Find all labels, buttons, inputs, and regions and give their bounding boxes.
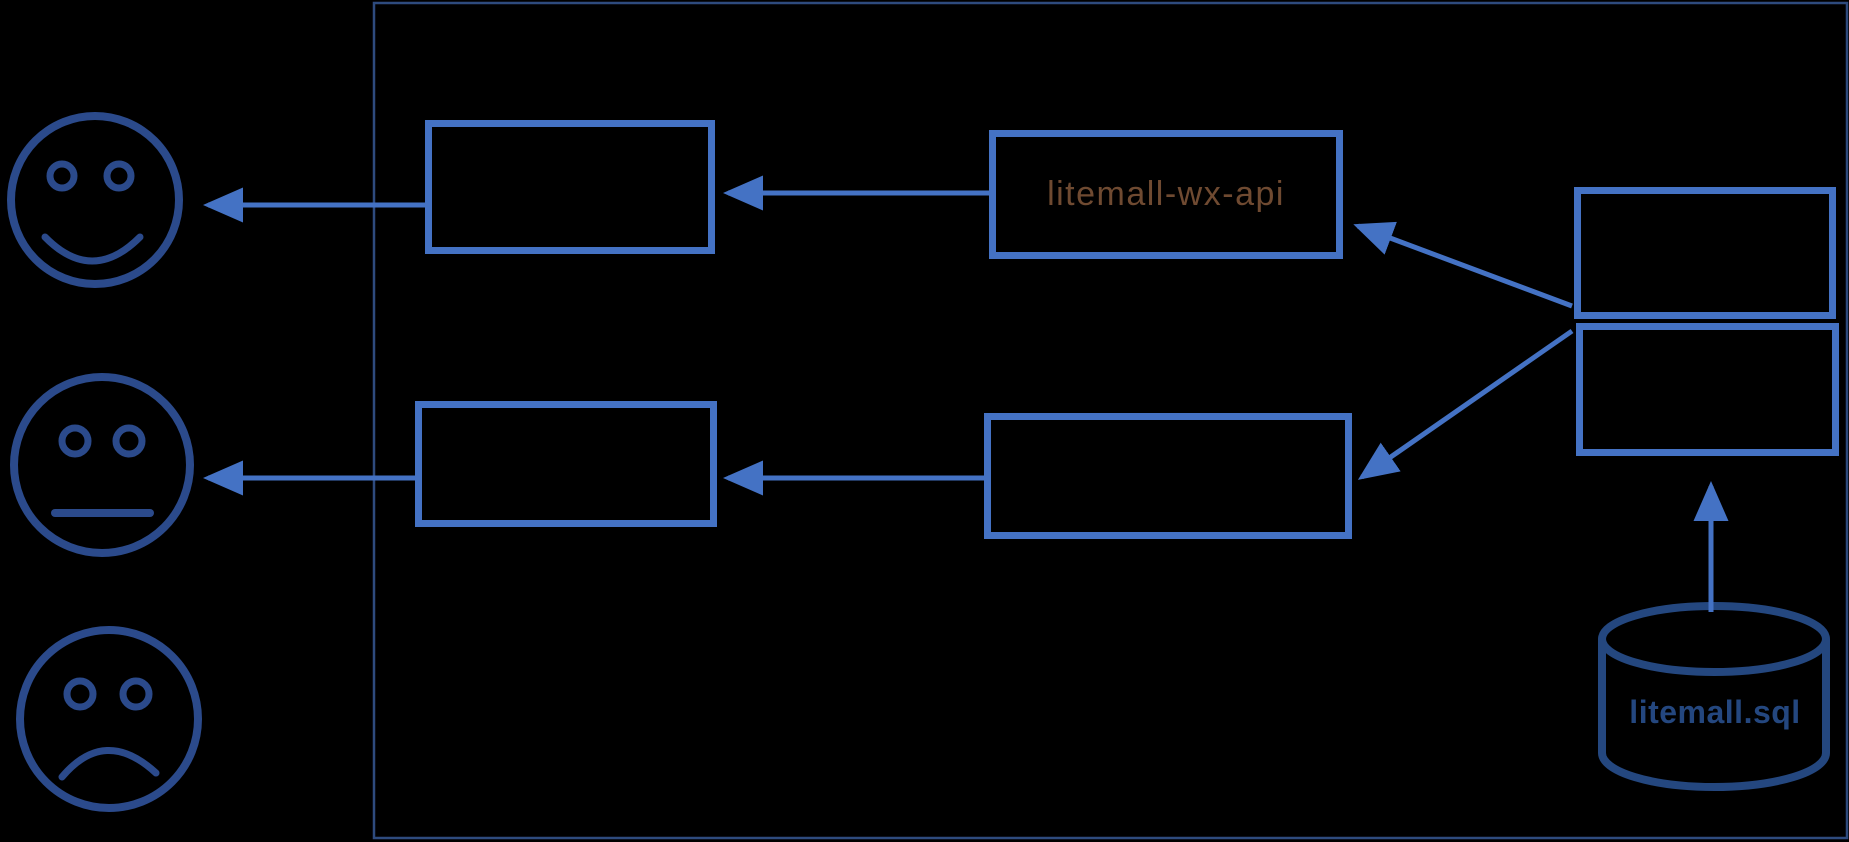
- database-top-ellipse: [1598, 602, 1830, 676]
- box-right-top: [1574, 187, 1836, 319]
- happy-face-smile: [41, 233, 144, 265]
- happy-face-right-eye: [103, 160, 135, 192]
- diagram-frame: [372, 1, 1849, 840]
- litemall-wx-api-label: litemall-wx-api: [1047, 175, 1285, 213]
- database-cylinder-icon: [1598, 602, 1830, 791]
- box-top-left: [425, 120, 715, 254]
- box-right-bottom: [1576, 323, 1839, 456]
- neutral-face-outline: [10, 373, 194, 557]
- neutral-face-left-eye: [58, 424, 92, 458]
- neutral-face-icon: [10, 373, 194, 557]
- database-label: litemall.sql: [1629, 694, 1801, 730]
- sad-face-outline: [16, 626, 202, 812]
- box-litemall-wx-api: litemall-wx-api: [989, 130, 1343, 259]
- arrow-rightbox-to-bottom-middle-box: [1357, 328, 1574, 480]
- database-body: [1598, 639, 1830, 791]
- neutral-face-right-eye: [112, 424, 146, 458]
- sad-face-icon: [16, 626, 202, 812]
- box-middle-left: [415, 401, 717, 527]
- happy-face-left-eye: [46, 160, 78, 192]
- sad-face-left-eye: [63, 677, 97, 711]
- sad-face-frown: [58, 747, 160, 781]
- happy-face-outline: [7, 112, 183, 288]
- arrow-rightbox-to-wxapi: [1353, 221, 1573, 309]
- happy-face-icon: [7, 112, 183, 288]
- sad-face-right-eye: [119, 677, 153, 711]
- box-bottom-middle: [984, 413, 1352, 539]
